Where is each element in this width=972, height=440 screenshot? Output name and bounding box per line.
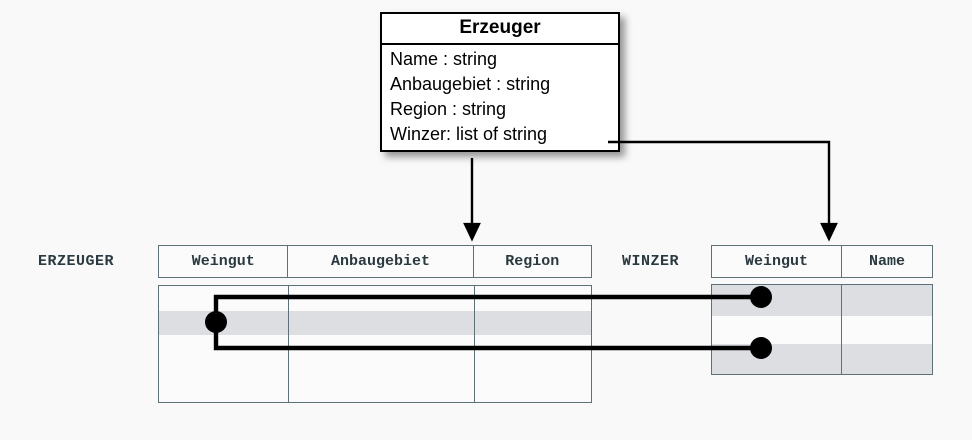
- table-cell: [289, 286, 475, 311]
- uml-class-name: Erzeuger: [382, 14, 618, 45]
- table-cell: [842, 344, 932, 374]
- winzer-column-name: Name: [868, 253, 905, 270]
- winzer-table-label: WINZER: [622, 253, 680, 270]
- table-row: [712, 285, 932, 316]
- table-cell: [159, 286, 289, 311]
- winzer-column-weingut: Weingut: [712, 246, 842, 277]
- table-cell: [475, 335, 591, 363]
- erzeuger-column-anbaugebiet: Anbaugebiet: [288, 246, 474, 277]
- table-cell: [289, 363, 475, 402]
- table-row: [159, 311, 591, 335]
- table-cell: [475, 286, 591, 311]
- table-row: [159, 363, 591, 402]
- uml-class-box: Erzeuger Name : string Anbaugebiet : str…: [380, 12, 620, 152]
- table-cell: [159, 335, 289, 363]
- uml-attribute-list: Name : string Anbaugebiet : string Regio…: [382, 45, 618, 150]
- erzeuger-column-weingut: Weingut: [159, 246, 289, 277]
- table-cell: [475, 363, 591, 402]
- table-cell: [712, 285, 842, 316]
- uml-attribute-winzer: Winzer: list of string: [390, 124, 548, 144]
- erzeuger-body: [158, 285, 592, 403]
- uml-attribute-anbaugebiet: Anbaugebiet : string: [390, 74, 551, 94]
- erzeuger-column-region: Region: [505, 253, 560, 270]
- table-cell: [842, 316, 932, 344]
- table-cell: [712, 316, 842, 344]
- uml-attribute-name: Name : string: [390, 49, 498, 69]
- winzer-body: [711, 284, 933, 375]
- table-cell: [289, 311, 475, 335]
- table-row: [159, 286, 591, 311]
- table-cell: [712, 344, 842, 374]
- table-row: [712, 344, 932, 374]
- table-cell: [842, 285, 932, 316]
- table-row: [712, 316, 932, 344]
- edge-winzer-to-winzer-table: [608, 140, 838, 242]
- uml-attribute-region: Region : string: [390, 99, 507, 119]
- table-cell: [159, 311, 289, 335]
- table-row: [159, 335, 591, 363]
- erzeuger-header-row: Weingut Anbaugebiet Region: [158, 245, 592, 278]
- table-cell: [475, 311, 591, 335]
- table-cell: [289, 335, 475, 363]
- winzer-header-row: Weingut Name: [711, 245, 933, 278]
- table-cell: [159, 363, 289, 402]
- erzeuger-table-label: ERZEUGER: [38, 253, 115, 270]
